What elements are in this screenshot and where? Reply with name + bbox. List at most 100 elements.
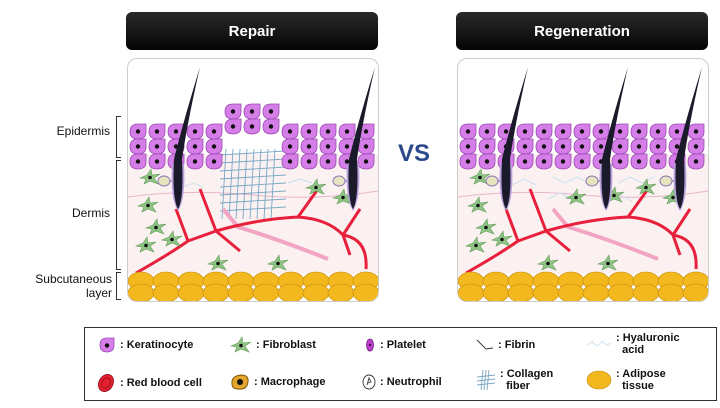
repair-panel	[127, 58, 379, 302]
keratinocyte	[516, 153, 534, 170]
keratinocyte	[573, 138, 591, 155]
keratinocyte	[554, 123, 572, 140]
adipose-cell	[532, 283, 560, 301]
adipose-cell	[557, 283, 585, 301]
legend-platelet: : Platelet	[363, 336, 426, 354]
keratinocyte	[649, 123, 667, 140]
keratinocyte	[186, 138, 204, 155]
keratinocyte	[262, 118, 280, 135]
legend-fibrin: : Fibrin	[475, 336, 535, 354]
fibroblast	[266, 254, 289, 271]
collagen-scar	[219, 148, 287, 220]
fibroblast	[490, 230, 513, 247]
fibroblast	[304, 178, 327, 195]
keratinocyte	[357, 138, 375, 155]
fibroblast	[468, 168, 491, 185]
lymph-vessel	[221, 207, 329, 261]
keratinocyte	[554, 138, 572, 155]
fibroblast	[134, 236, 157, 253]
keratinocyte	[205, 123, 223, 140]
subcutaneous-label-2: layer	[85, 286, 112, 300]
fibroblast	[144, 218, 167, 235]
keratinocyte	[516, 138, 534, 155]
keratinocyte	[319, 138, 337, 155]
regeneration-title: Regeneration	[534, 22, 630, 40]
adipose-cell	[607, 283, 635, 301]
keratinocyte	[687, 123, 705, 140]
dermis-label: Dermis	[72, 206, 110, 220]
adipose-cell	[507, 283, 535, 301]
fibrin-icon	[476, 339, 494, 350]
legend-macrophage: : Macrophage	[229, 372, 326, 392]
regeneration-header: Regeneration	[456, 12, 708, 50]
keratinocyte	[611, 138, 629, 155]
platelet-icon	[366, 338, 374, 352]
subcutaneous-label: Subcutaneous	[35, 272, 112, 286]
keratinocyte	[687, 153, 705, 170]
keratinocyte	[535, 153, 553, 170]
legend-neutrophil: : Neutrophil	[361, 373, 442, 391]
keratinocyte	[281, 138, 299, 155]
neutrophil-icon	[362, 374, 376, 390]
sebaceous-gland	[659, 175, 673, 187]
keratinocyte	[649, 153, 667, 170]
adipose-cell	[202, 283, 230, 301]
fibroblast	[206, 254, 229, 271]
hair-shaft	[348, 67, 375, 209]
keratinocyte	[205, 138, 223, 155]
blood-vessel	[465, 188, 698, 275]
keratinocyte	[573, 123, 591, 140]
keratinocyte	[186, 123, 204, 140]
fibroblast	[160, 230, 183, 247]
adipose-cell	[657, 283, 685, 301]
sebaceous-gland	[332, 175, 346, 187]
keratinocyte	[148, 123, 166, 140]
keratinocyte	[224, 103, 242, 120]
keratinocyte-icon	[99, 337, 115, 353]
blood-vessel	[135, 188, 368, 275]
legend-hyaluronic-acid: : Hyaluronic acid	[585, 332, 680, 356]
sebaceous-gland	[485, 175, 499, 187]
keratinocyte	[338, 123, 356, 140]
keratinocyte	[319, 153, 337, 170]
regeneration-skin-illustration	[458, 67, 708, 301]
keratinocyte	[300, 123, 318, 140]
keratinocyte	[649, 138, 667, 155]
keratinocyte	[148, 138, 166, 155]
adipose-cell	[482, 283, 510, 301]
repair-header: Repair	[126, 12, 378, 50]
adipose-cell	[682, 283, 708, 301]
legend-fibroblast: : Fibroblast	[229, 336, 316, 354]
legend: : Keratinocyte : Fibroblast : Platelet :…	[84, 327, 717, 401]
regeneration-panel	[457, 58, 709, 302]
keratinocyte	[224, 118, 242, 135]
keratinocyte	[630, 138, 648, 155]
adipose-cell	[252, 283, 280, 301]
keratinocyte	[687, 138, 705, 155]
repair-title: Repair	[228, 22, 276, 40]
legend-red-blood-cell: : Red blood cell	[95, 372, 202, 394]
keratinocyte	[535, 138, 553, 155]
keratinocyte	[262, 103, 280, 120]
hyaluronic-acid	[182, 178, 313, 188]
keratinocyte	[300, 153, 318, 170]
keratinocyte	[357, 153, 375, 170]
dermis-bracket	[116, 160, 121, 270]
keratinocyte	[129, 123, 147, 140]
fibroblast	[564, 188, 587, 205]
hair-shaft	[601, 67, 628, 209]
keratinocyte	[459, 138, 477, 155]
keratinocyte	[478, 153, 496, 170]
keratinocyte	[478, 123, 496, 140]
keratinocyte	[516, 123, 534, 140]
adipose-tissue-icon	[586, 370, 612, 390]
fibroblast	[466, 196, 489, 213]
hair-shaft	[501, 67, 528, 209]
collagen-fiber-icon	[476, 369, 496, 391]
fibroblast	[136, 196, 159, 213]
keratinocyte	[592, 123, 610, 140]
epidermis-bracket	[116, 116, 121, 158]
epidermis-label: Epidermis	[56, 124, 110, 138]
adipose-cell	[152, 283, 180, 301]
adipose-cell	[177, 283, 205, 301]
